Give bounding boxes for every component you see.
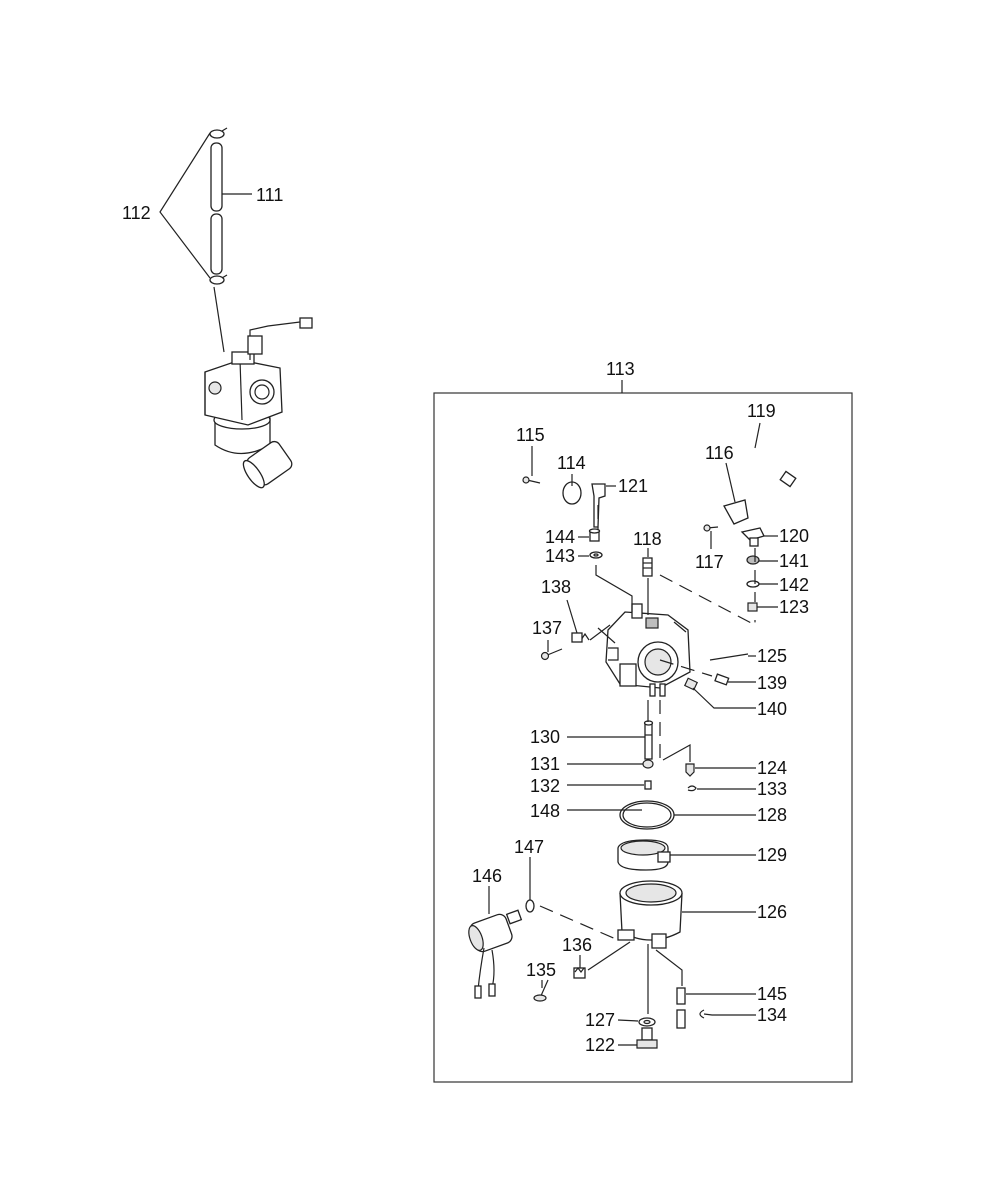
callout-132: 132 — [530, 776, 560, 796]
callout-140: 140 — [757, 699, 787, 719]
float-bowl-gasket — [619, 800, 675, 830]
callout-130: 130 — [530, 727, 560, 747]
callout-131: 131 — [530, 754, 560, 774]
callout-111: 111 — [256, 185, 283, 205]
choke-bushing — [588, 528, 601, 542]
throttle-shaft — [740, 527, 765, 547]
callout-138: 138 — [541, 577, 571, 597]
callout-119: 119 — [747, 401, 776, 421]
needle-clip — [687, 785, 697, 792]
fuel-hose-assembly — [159, 127, 252, 353]
bowl-bolt — [636, 1027, 658, 1049]
callout-122: 122 — [585, 1035, 615, 1055]
callout-145: 145 — [757, 984, 787, 1004]
adjust-spring — [683, 677, 699, 691]
callout-labels: 111 112 113 115 114 121 144 143 118 138 … — [122, 185, 809, 1055]
callout-126: 126 — [757, 902, 787, 922]
throttle-plate-screw — [703, 524, 719, 532]
fuel-hose-lower — [210, 213, 223, 275]
callout-120: 120 — [779, 526, 809, 546]
callout-143: 143 — [545, 546, 575, 566]
exploded-view-frame — [433, 392, 853, 1083]
choke-washer — [589, 551, 603, 559]
callout-121: 121 — [618, 476, 648, 496]
callout-114: 114 — [557, 453, 586, 473]
pilot-jet — [642, 557, 653, 577]
float — [617, 839, 671, 871]
callout-118: 118 — [633, 529, 662, 549]
hose-clamp-top — [209, 127, 228, 139]
carburetor-assembly-drawing — [204, 317, 313, 489]
float-pin — [676, 987, 686, 1029]
callout-146: 146 — [472, 866, 502, 886]
callout-139: 139 — [757, 673, 787, 693]
pin-clip — [699, 1009, 705, 1019]
parts-drawings — [468, 446, 797, 1049]
callout-135: 135 — [526, 960, 556, 980]
callout-133: 133 — [757, 779, 787, 799]
bowl-washer — [638, 1017, 656, 1027]
leader-lines — [488, 422, 778, 1046]
float-needle — [685, 763, 695, 777]
callout-128: 128 — [757, 805, 787, 825]
callout-113: 113 — [606, 359, 635, 379]
callout-125: 125 — [757, 646, 787, 666]
callout-148: 148 — [530, 801, 560, 821]
callout-116: 116 — [705, 443, 734, 463]
callout-117: 117 — [695, 552, 724, 572]
callout-123: 123 — [779, 597, 809, 617]
throttle-plate — [723, 499, 749, 525]
callout-134: 134 — [757, 1005, 787, 1025]
fuel-cut-solenoid — [468, 909, 523, 999]
link-rod — [709, 653, 749, 661]
float-bowl — [617, 880, 683, 949]
hose-clamp-bottom — [209, 274, 228, 285]
callout-141: 141 — [779, 551, 809, 571]
callout-147: 147 — [514, 837, 544, 857]
throttle-bushing — [747, 602, 758, 612]
callout-136: 136 — [562, 935, 592, 955]
fuel-hose-upper — [210, 142, 223, 212]
callout-137: 137 — [532, 618, 562, 638]
drain-spring — [573, 967, 586, 979]
callout-112: 112 — [122, 203, 151, 223]
callout-142: 142 — [779, 575, 809, 595]
idle-spring — [571, 632, 590, 643]
idle-screw — [540, 648, 563, 661]
main-jet — [642, 759, 654, 769]
throttle-o-ring — [746, 580, 760, 588]
assembly-guide-lines — [539, 505, 756, 1014]
throttle-lever — [750, 446, 797, 520]
emulsion-tube — [643, 720, 654, 760]
callout-124: 124 — [757, 758, 787, 778]
adjust-screw — [714, 673, 730, 686]
jet-plug — [644, 780, 652, 790]
carburetor-body — [605, 603, 691, 697]
drain-screw — [533, 979, 549, 1002]
callout-115: 115 — [516, 425, 545, 445]
solenoid-o-ring — [525, 899, 535, 913]
choke-plate-screw — [522, 476, 541, 484]
callout-127: 127 — [585, 1010, 615, 1030]
callout-144: 144 — [545, 527, 575, 547]
throttle-seal — [746, 555, 760, 565]
callout-129: 129 — [757, 845, 787, 865]
